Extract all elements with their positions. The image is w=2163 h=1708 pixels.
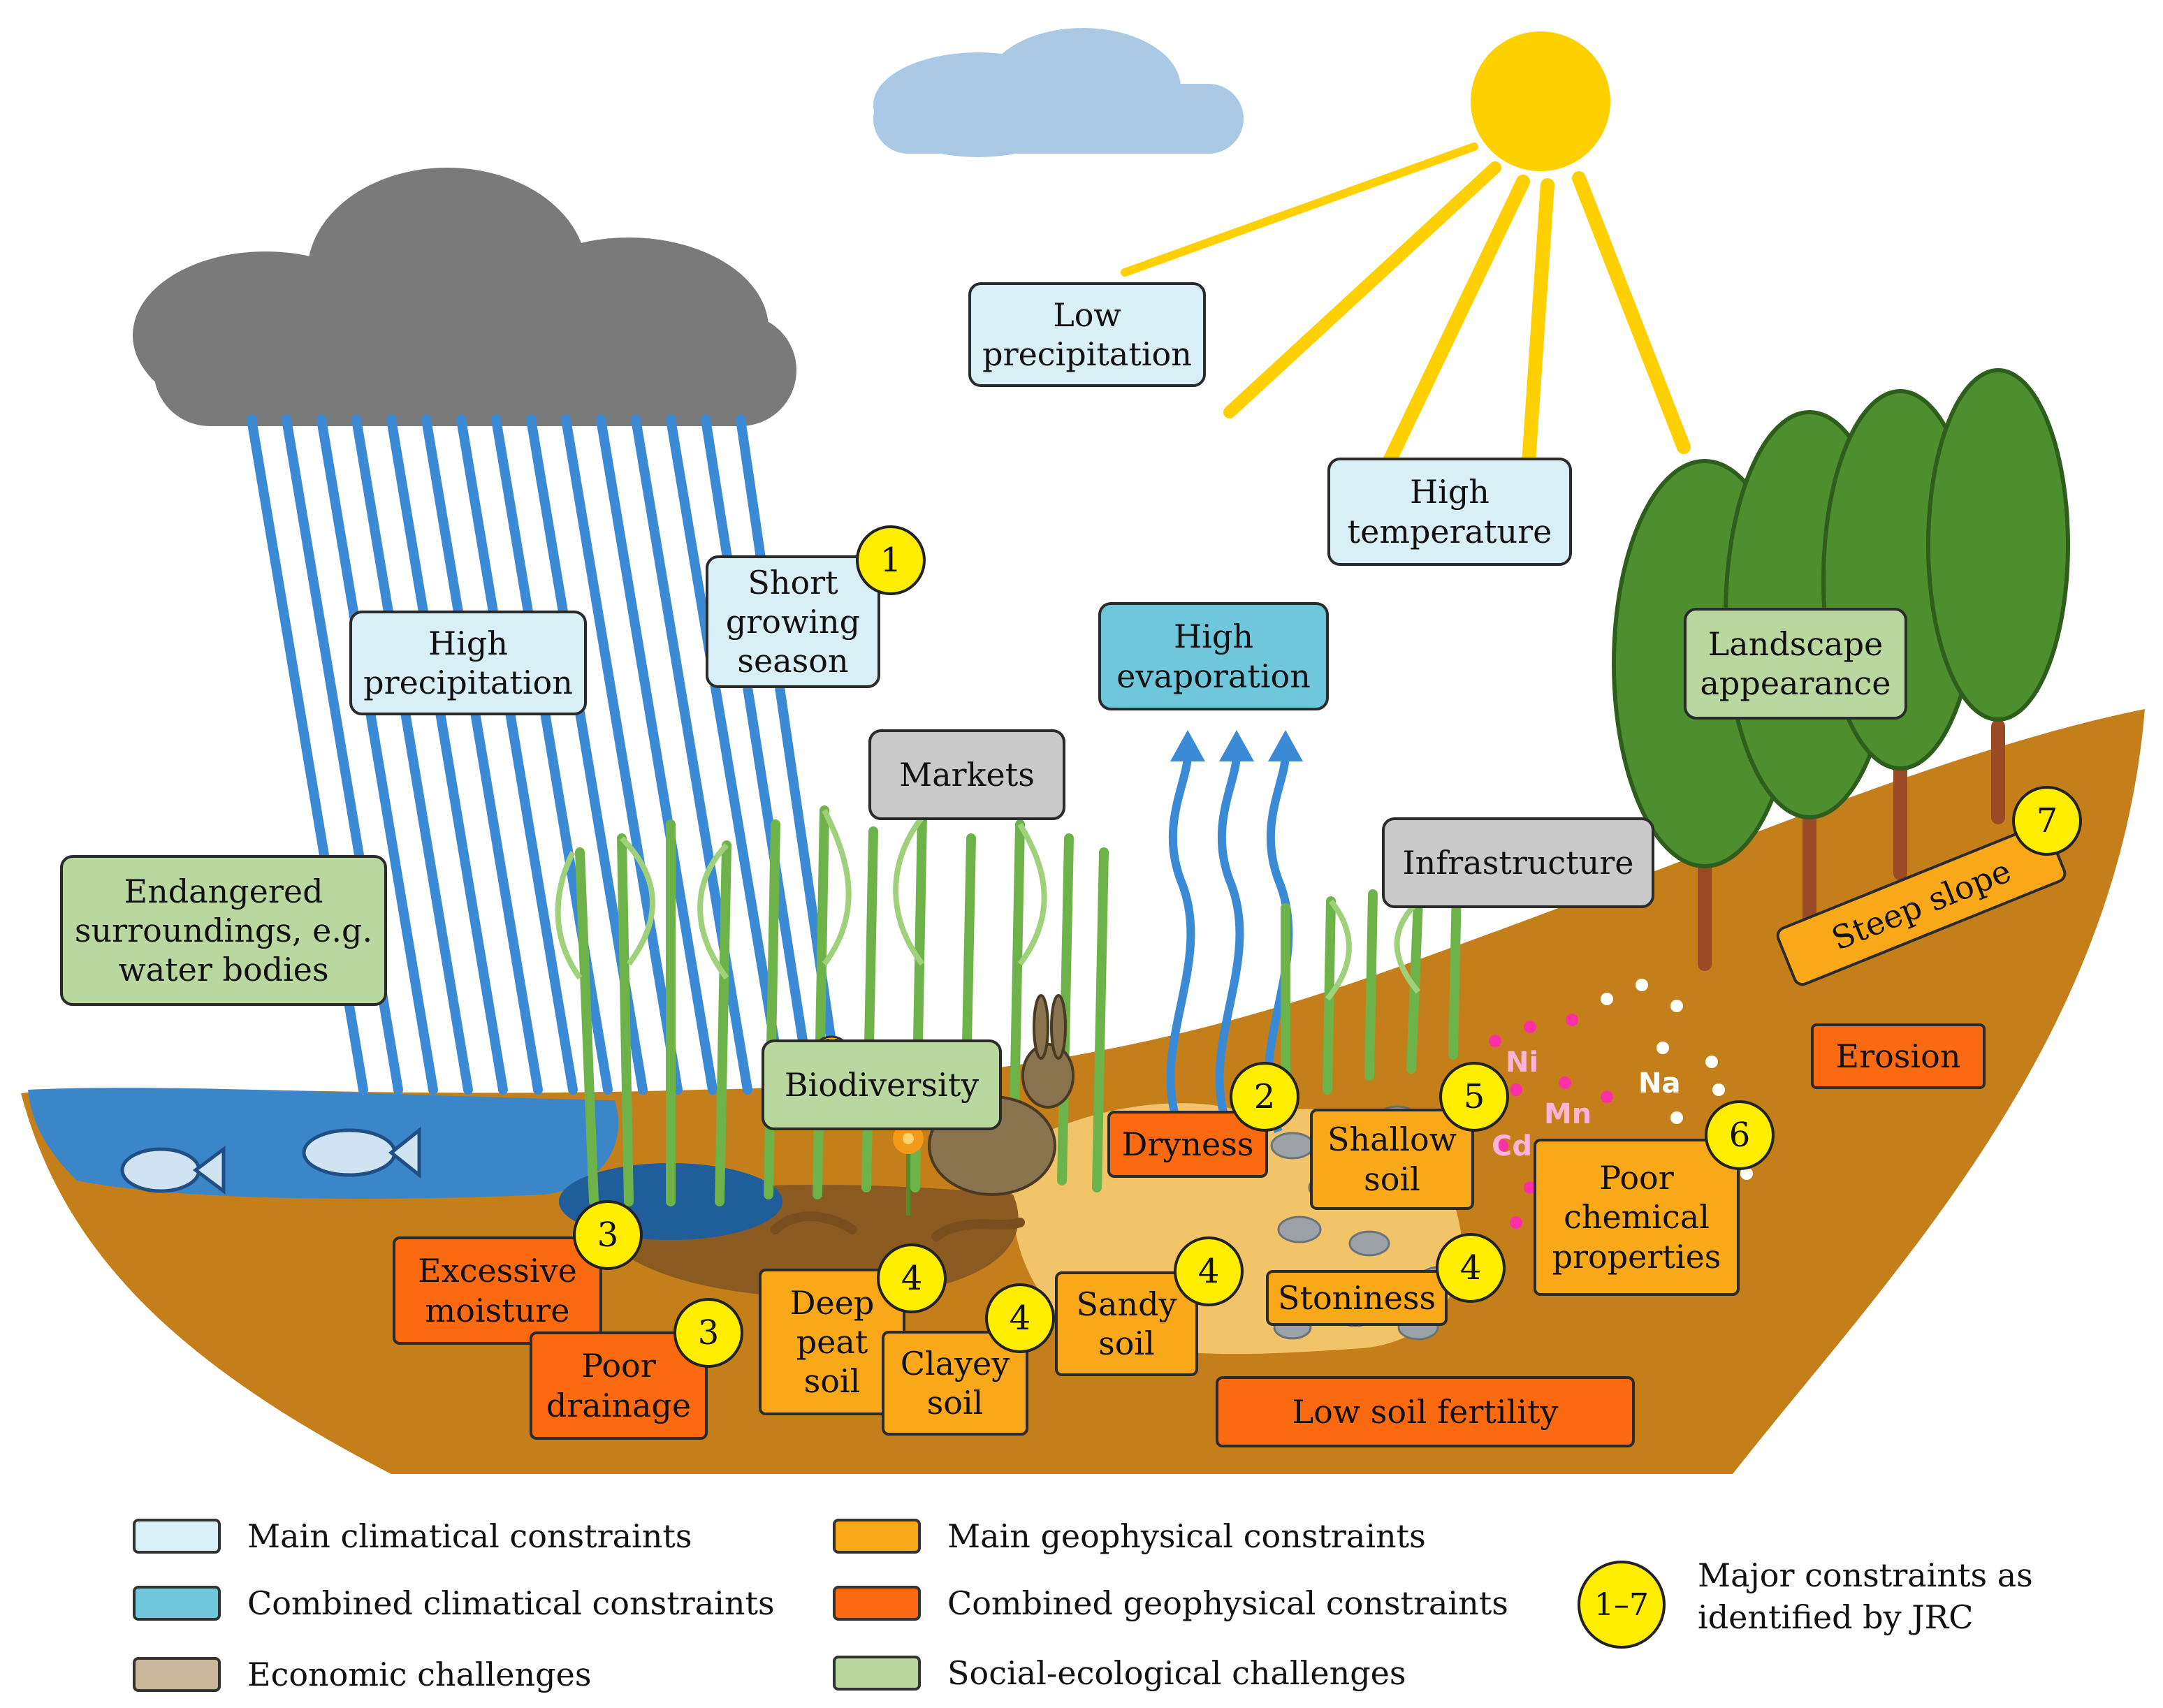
legend-text: Main climatical constraints bbox=[247, 1517, 692, 1555]
label-high-precipitation: High precipitation bbox=[349, 611, 587, 715]
legend-main-climatical: Main climatical constraints bbox=[133, 1517, 692, 1555]
legend-social-ecological: Social-ecological challenges bbox=[833, 1654, 1406, 1692]
badge-7: 7 bbox=[2012, 786, 2082, 856]
element-na: Na bbox=[1638, 1067, 1681, 1100]
label-endangered-surroundings: Endangered surroundings, e.g. water bodi… bbox=[60, 855, 387, 1006]
legend-main-geophysical: Main geophysical constraints bbox=[833, 1517, 1426, 1555]
label-biodiversity: Biodiversity bbox=[762, 1039, 1002, 1130]
worm bbox=[771, 1211, 857, 1234]
label-erosion: Erosion bbox=[1811, 1023, 1986, 1089]
legend-text: Main geophysical constraints bbox=[947, 1517, 1426, 1555]
legend-text: Combined climatical constraints bbox=[247, 1584, 775, 1622]
sun bbox=[1471, 31, 1610, 171]
badge-4c: 4 bbox=[1174, 1236, 1244, 1306]
legend-combined-climatical: Combined climatical constraints bbox=[133, 1584, 775, 1622]
legend-combined-geophysical: Combined geophysical constraints bbox=[833, 1584, 1508, 1622]
sun-rays bbox=[1121, 143, 1691, 552]
legend-swatch bbox=[833, 1656, 921, 1691]
label-high-temperature: High temperature bbox=[1327, 458, 1572, 566]
legend-text: Combined geophysical constraints bbox=[947, 1584, 1508, 1622]
label-markets: Markets bbox=[868, 729, 1065, 820]
evaporation-arrowheads bbox=[1170, 730, 1303, 761]
legend-swatch bbox=[133, 1586, 221, 1621]
label-infrastructure: Infrastructure bbox=[1382, 817, 1654, 908]
badge-5: 5 bbox=[1439, 1062, 1509, 1132]
salt-dots bbox=[1601, 979, 1753, 1180]
label-sandy-soil: Sandy soil bbox=[1055, 1271, 1198, 1376]
badge-6: 6 bbox=[1705, 1100, 1775, 1170]
legend-text: Social-ecological challenges bbox=[947, 1654, 1406, 1692]
badge-1: 1 bbox=[856, 525, 926, 595]
flower bbox=[893, 1123, 924, 1216]
element-ni: Ni bbox=[1506, 1046, 1539, 1079]
legend-swatch bbox=[833, 1519, 921, 1554]
legend-swatch bbox=[133, 1519, 221, 1554]
badge-3b: 3 bbox=[673, 1298, 743, 1368]
label-dryness: Dryness bbox=[1107, 1111, 1268, 1178]
rain-streaks bbox=[247, 414, 843, 1095]
label-short-growing-season: Short growing season bbox=[706, 555, 880, 688]
legend-swatch bbox=[133, 1657, 221, 1692]
label-low-precipitation: Low precipitation bbox=[968, 282, 1206, 387]
label-stoniness: Stoniness bbox=[1266, 1270, 1448, 1326]
element-mn: Mn bbox=[1544, 1098, 1592, 1130]
badge-4a: 4 bbox=[877, 1243, 947, 1313]
heavy-metal-dots bbox=[1489, 1014, 1613, 1229]
fish-icon bbox=[120, 1146, 226, 1195]
badge-3a: 3 bbox=[573, 1200, 643, 1270]
badge-2: 2 bbox=[1230, 1062, 1299, 1132]
label-shallow-soil: Shallow soil bbox=[1310, 1109, 1474, 1210]
label-poor-chemical-properties: Poor chemical properties bbox=[1534, 1139, 1740, 1296]
label-excessive-moisture: Excessive moisture bbox=[393, 1236, 602, 1345]
fish-icon bbox=[302, 1126, 421, 1179]
label-deep-peat-soil: Deep peat soil bbox=[759, 1269, 905, 1415]
legend-badge-text: Major constraints as identified by JRC bbox=[1698, 1556, 2033, 1636]
legend-text: Economic challenges bbox=[247, 1656, 592, 1693]
crop-leaves bbox=[555, 809, 1421, 1001]
label-landscape-appearance: Landscape appearance bbox=[1684, 608, 1907, 720]
legend-badge: 1–7 bbox=[1578, 1561, 1666, 1649]
legend-swatch bbox=[833, 1586, 921, 1621]
label-high-evaporation: High evaporation bbox=[1098, 602, 1329, 710]
label-low-soil-fertility: Low soil fertility bbox=[1216, 1376, 1635, 1447]
light-cloud bbox=[873, 28, 1244, 157]
worm bbox=[931, 1218, 1025, 1241]
element-cd: Cd bbox=[1492, 1130, 1532, 1162]
legend-economic: Economic challenges bbox=[133, 1656, 591, 1693]
badge-4b: 4 bbox=[985, 1283, 1055, 1353]
badge-4d: 4 bbox=[1436, 1233, 1506, 1303]
rain-cloud bbox=[133, 168, 796, 426]
